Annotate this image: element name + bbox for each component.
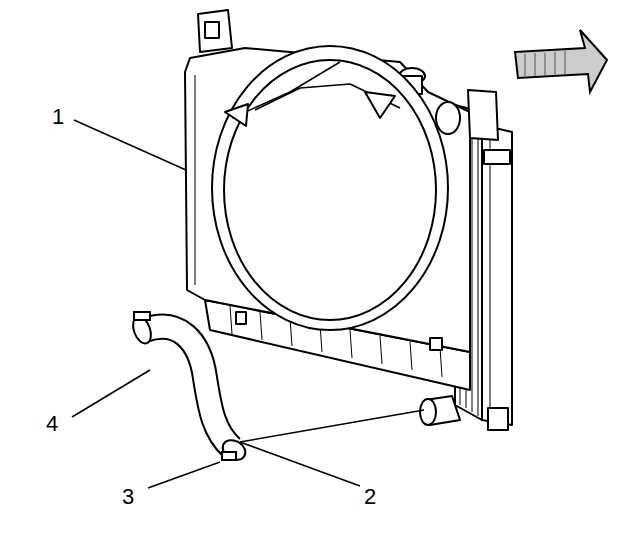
- callout-number: 4: [46, 413, 58, 435]
- callout-number: 1: [52, 106, 64, 128]
- leader-lines: [72, 120, 424, 488]
- callout-number: 2: [364, 486, 376, 508]
- callout-number: 3: [122, 486, 134, 508]
